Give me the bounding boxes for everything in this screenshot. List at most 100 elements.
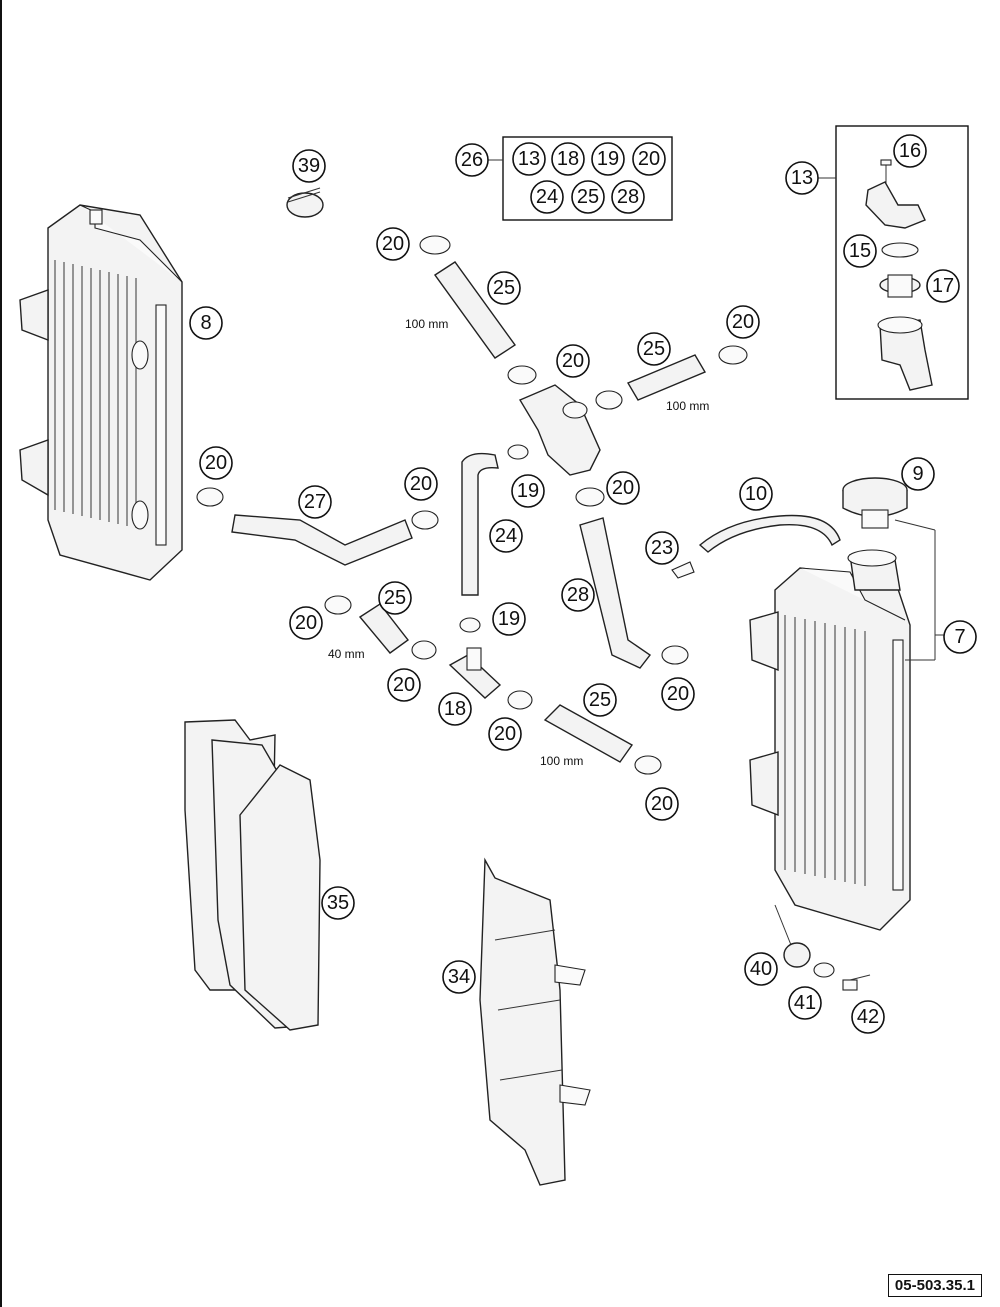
svg-text:35: 35 [327,892,349,914]
svg-text:20: 20 [732,311,754,333]
callout-24: 24 [489,519,523,553]
svg-text:24: 24 [536,186,558,208]
dim-hose-right: 100 mm [666,399,709,413]
svg-text:16: 16 [899,140,921,162]
callout-25-d: 25 [583,683,617,717]
callout-20-j: 20 [661,677,695,711]
hose-right-25 [626,354,707,401]
svg-text:27: 27 [304,491,326,513]
callout-19-b: 19 [492,602,526,636]
overflow-hose [698,514,841,553]
hose-clip [671,561,695,579]
callout-23: 23 [645,531,679,565]
svg-text:13: 13 [791,167,813,189]
svg-text:20: 20 [638,148,660,170]
callout-39: 39 [292,149,326,183]
cable-tie [286,187,324,218]
svg-text:28: 28 [567,584,589,606]
callout-20-h: 20 [387,668,421,702]
svg-text:23: 23 [651,537,673,559]
svg-text:25: 25 [589,689,611,711]
svg-text:28: 28 [617,186,639,208]
svg-text:24: 24 [495,525,517,547]
hose-lower-25 [543,704,634,763]
svg-text:20: 20 [667,683,689,705]
callout-17: 17 [926,269,960,303]
hose-short-25 [358,603,409,654]
callout-9: 9 [901,457,935,491]
callout-20-k: 20 [645,787,679,821]
thermostat-kit-box [818,125,969,400]
svg-text:25: 25 [643,338,665,360]
callout-34: 34 [442,960,476,994]
callout-25-b: 25 [637,332,671,366]
svg-text:13: 13 [518,148,540,170]
svg-text:25: 25 [384,587,406,609]
callout-41: 41 [788,986,822,1020]
svg-text:10: 10 [745,483,767,505]
svg-text:25: 25 [577,186,599,208]
mounting-hardware [774,904,871,991]
hose-clamps [196,235,748,775]
hose-upper-25 [434,261,516,359]
callout-42: 42 [851,1000,885,1034]
svg-text:34: 34 [448,966,470,988]
svg-text:20: 20 [494,723,516,745]
svg-text:20: 20 [295,612,317,634]
t-piece-18 [448,654,502,699]
callout-35: 35 [321,886,355,920]
svg-text:42: 42 [857,1006,879,1028]
kit-callout-28: 28 [611,180,645,214]
kit-callout-18: 18 [551,142,585,176]
callout-18: 18 [438,692,472,726]
svg-text:40: 40 [750,958,772,980]
callout-20-g: 20 [289,606,323,640]
svg-text:8: 8 [200,312,211,334]
callout-16: 16 [893,134,927,168]
svg-text:25: 25 [493,277,515,299]
kit-callout-19: 19 [591,142,625,176]
svg-text:15: 15 [849,240,871,262]
kit-callout-13: 13 [512,142,546,176]
callout-28: 28 [561,578,595,612]
callout-26: 26 [455,143,489,177]
callout-25-c: 25 [378,581,412,615]
hose-kit-box [502,136,673,221]
callout-15: 15 [843,234,877,268]
page-border-left [0,0,2,1307]
callout-19-a: 19 [511,474,545,508]
svg-text:19: 19 [498,608,520,630]
callout-20-a: 20 [376,227,410,261]
svg-text:20: 20 [562,350,584,372]
svg-text:41: 41 [794,992,816,1014]
right-radiator [749,549,911,931]
callout-20-c: 20 [726,305,760,339]
callout-20-i: 20 [488,717,522,751]
dim-hose-lower: 100 mm [540,754,583,768]
hose-bend-27 [231,514,413,566]
svg-text:39: 39 [298,155,320,177]
svg-text:20: 20 [393,674,415,696]
dim-hose-short: 40 mm [328,647,365,661]
svg-text:19: 19 [517,480,539,502]
hose-28 [579,517,652,669]
svg-text:19: 19 [597,148,619,170]
callout-7: 7 [943,620,977,654]
callout-10: 10 [739,477,773,511]
svg-text:20: 20 [651,793,673,815]
svg-text:7: 7 [954,626,965,648]
callout-25-a: 25 [487,271,521,305]
hose-24 [461,452,499,596]
callout-20-e: 20 [404,467,438,501]
svg-text:20: 20 [382,233,404,255]
svg-text:17: 17 [932,275,954,297]
callout-40: 40 [744,952,778,986]
radiator-guard-34 [479,857,591,1186]
callout-27: 27 [298,485,332,519]
svg-text:26: 26 [461,149,483,171]
dim-hose-upper: 100 mm [405,317,448,331]
radiator-guard-35 [184,719,321,1031]
svg-text:18: 18 [444,698,466,720]
water-pump-fitting [518,384,601,476]
